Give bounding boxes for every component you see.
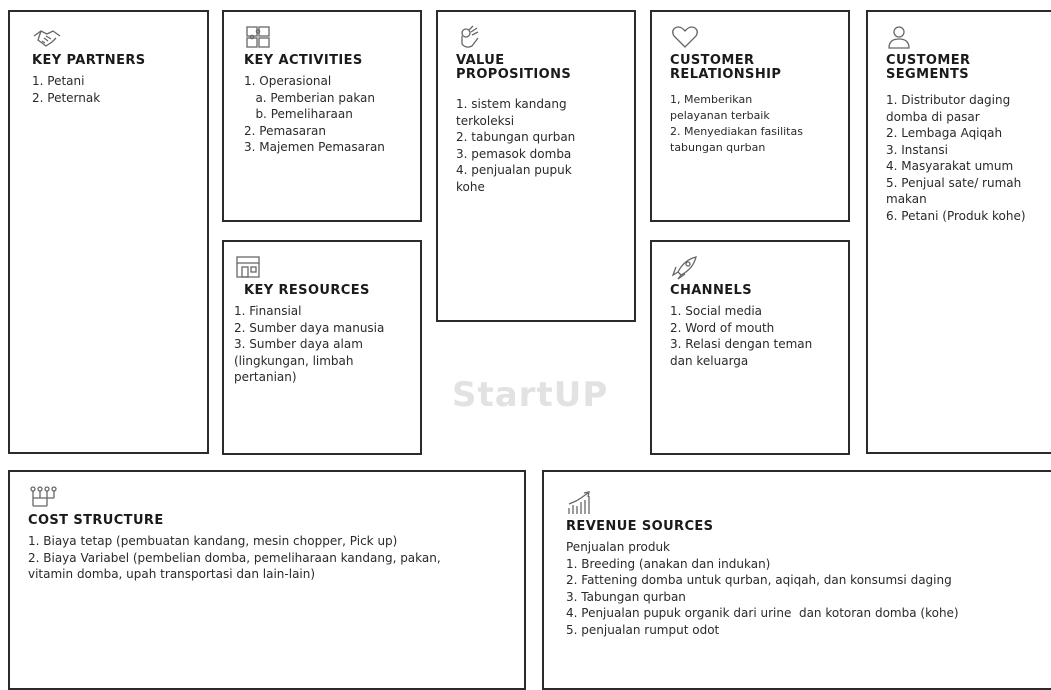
list-item: 1. Petani (32, 74, 85, 88)
title-line: CUSTOMER (886, 53, 971, 68)
cost-structure-block: COST STRUCTURE 1. Biaya tetap (pembuatan… (8, 470, 526, 690)
list-item: 2. Lembaga Aqiqah (886, 126, 1003, 140)
list-item: dan keluarga (670, 353, 749, 368)
title-line: VALUE (456, 53, 505, 68)
list-item: 5. Penjual sate/ rumah (886, 175, 1022, 190)
list-item: 1. Operasional (244, 74, 332, 88)
list-item: 3. pemasok domba (456, 146, 572, 161)
key-resources-title: KEY RESOURCES (244, 283, 370, 298)
revenue-sources-block: REVENUE SOURCES Penjualan produk 1. Bree… (542, 470, 1051, 690)
list-item: 1. Distributor daging (886, 93, 1011, 107)
key-partners-block: KEY PARTNERS 1. Petani 2. Peternak (8, 10, 209, 454)
user-icon (886, 24, 916, 50)
list-item: 2. Peternak (32, 90, 101, 105)
rocket-icon (670, 254, 700, 280)
list-item: 1, Memberikan (670, 93, 753, 106)
list-item: 3. Instansi (886, 142, 948, 157)
list-item: pertanian) (234, 370, 297, 384)
list-item: b. Pemeliharaan (244, 107, 353, 121)
key-resources-block: KEY RESOURCES 1. Finansial 2. Sumber day… (222, 240, 422, 455)
channels-title: CHANNELS (670, 283, 752, 298)
title-line: CUSTOMER (670, 53, 755, 68)
handshake-icon (32, 24, 62, 50)
list-item: 5. penjualan rumput odot (566, 622, 720, 637)
heart-icon (670, 24, 700, 50)
channels-block: CHANNELS 1. Social media 2. Word of mout… (650, 240, 850, 455)
title-line: SEGMENTS (886, 67, 970, 82)
list-item: Penjualan produk (566, 540, 670, 554)
list-item: 3. Tabungan qurban (566, 589, 686, 604)
list-item: 2. Biaya Variabel (pembelian domba, peme… (28, 550, 441, 565)
key-activities-title: KEY ACTIVITIES (244, 53, 363, 68)
value-propositions-block: VALUE PROPOSITIONS 1. sistem kandang ter… (436, 10, 636, 322)
startup-watermark: StartUP (452, 375, 609, 415)
customer-relationship-title: CUSTOMER RELATIONSHIP (670, 54, 840, 82)
puzzle-icon (244, 24, 274, 50)
customer-segments-title: CUSTOMER SEGMENTS (886, 54, 1051, 82)
list-item: (lingkungan, limbah (234, 353, 354, 368)
cost-structure-title: COST STRUCTURE (28, 513, 164, 528)
list-item: 2. Menyediakan fasilitas (670, 125, 803, 138)
list-item: 2. Pemasaran (244, 123, 326, 138)
list-item: 1. Social media (670, 304, 763, 318)
list-item: 1. Biaya tetap (pembuatan kandang, mesin… (28, 534, 398, 548)
list-item: 1. Finansial (234, 304, 302, 318)
list-item: 3. Relasi dengan teman (670, 337, 813, 351)
list-item: vitamin domba, upah transportasi dan lai… (28, 567, 316, 581)
ok-hand-icon (456, 24, 486, 50)
list-item: pelayanan terbaik (670, 109, 770, 122)
growth-chart-icon (566, 490, 596, 516)
key-activities-block: KEY ACTIVITIES 1. Operasional a. Pemberi… (222, 10, 422, 222)
store-icon (234, 254, 264, 280)
title-line: PROPOSITIONS (456, 67, 572, 82)
list-item: 2. tabungan qurban (456, 130, 576, 144)
value-propositions-title: VALUE PROPOSITIONS (456, 54, 626, 82)
customer-relationship-block: CUSTOMER RELATIONSHIP 1, Memberikan pela… (650, 10, 850, 222)
list-item: 4. penjualan pupuk (456, 163, 572, 177)
list-item: 2. Sumber daya manusia (234, 320, 385, 335)
list-item: 1. sistem kandang (456, 97, 567, 111)
list-item: makan (886, 192, 927, 206)
list-item: domba di pasar (886, 109, 980, 124)
title-line: RELATIONSHIP (670, 67, 782, 82)
list-item: a. Pemberian pakan (244, 90, 376, 105)
list-item: 4. Penjualan pupuk organik dari urine da… (566, 606, 959, 620)
revenue-sources-title: REVENUE SOURCES (566, 519, 714, 534)
list-item: 1. Breeding (anakan dan indukan) (566, 556, 771, 571)
list-item: 2. Fattening domba untuk qurban, aqiqah,… (566, 573, 952, 587)
list-item: 3. Sumber daya alam (234, 337, 363, 351)
customer-segments-block: CUSTOMER SEGMENTS 1. Distributor daging … (866, 10, 1051, 454)
key-partners-title: KEY PARTNERS (32, 53, 146, 68)
list-item: terkoleksi (456, 113, 515, 128)
list-item: 3. Majemen Pemasaran (244, 140, 385, 154)
list-item: 2. Word of mouth (670, 320, 775, 335)
list-item: 6. Petani (Produk kohe) (886, 208, 1026, 223)
list-item: kohe (456, 179, 485, 194)
list-item: 4. Masyarakat umum (886, 159, 1014, 173)
structure-icon (28, 484, 58, 510)
list-item: tabungan qurban (670, 141, 766, 154)
